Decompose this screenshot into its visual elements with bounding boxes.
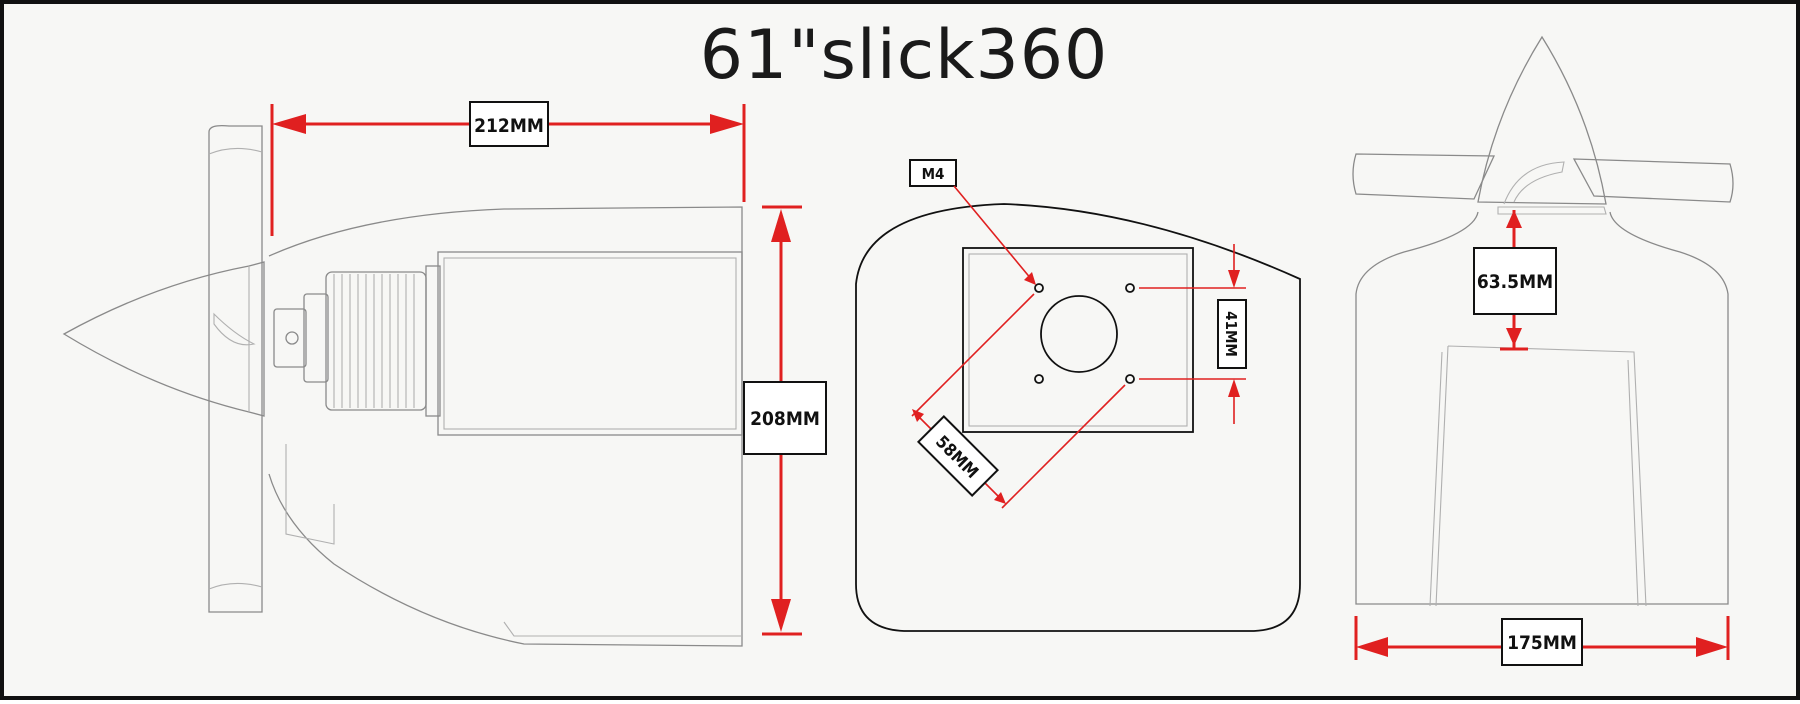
bolt-hole	[1125, 283, 1135, 293]
center-hole	[1040, 295, 1118, 373]
motor-mount-plate	[962, 247, 1194, 433]
propeller-blade-side	[208, 124, 263, 613]
cowl-outline	[268, 206, 743, 647]
width-dimension: 175MM	[1354, 616, 1730, 666]
propeller-blade-right	[1572, 158, 1734, 203]
drawing-title: 61"slick360	[699, 16, 1109, 95]
bolt-label: M4	[922, 165, 945, 183]
mount-vertical-dimension: 41MM	[1139, 244, 1247, 424]
bolt-hole	[1034, 283, 1044, 293]
top-view	[1352, 35, 1734, 607]
mount-vertical-label: 41MM	[1222, 311, 1240, 357]
firewall-outline	[855, 203, 1301, 632]
bolt-hole	[1125, 374, 1135, 384]
length-label: 212MM	[474, 115, 544, 137]
side-view	[62, 124, 743, 647]
motor-can	[273, 265, 441, 417]
arrow-right	[710, 114, 744, 134]
width-label: 175MM	[1507, 632, 1577, 654]
spinner-gap-label: 63.5MM	[1477, 271, 1553, 293]
fuselage-top-outline	[1355, 211, 1729, 605]
height-label: 208MM	[750, 408, 820, 430]
bolt-callout: M4	[909, 159, 1036, 285]
length-dimension: 212MM	[270, 101, 746, 236]
height-dimension: 208MM	[743, 205, 827, 636]
motor-box	[437, 251, 743, 436]
propeller-blade-left	[1352, 153, 1496, 200]
spinner-side	[62, 261, 265, 417]
arrow-left	[272, 114, 306, 134]
mount-diagonal-dimension: 58MM	[911, 293, 1126, 509]
bolt-hole	[1034, 374, 1044, 384]
technical-drawing: 212MM 208MM M4	[62, 35, 1734, 666]
spinner-top	[1477, 35, 1607, 205]
spinner-gap-dimension: 63.5MM	[1473, 210, 1557, 351]
